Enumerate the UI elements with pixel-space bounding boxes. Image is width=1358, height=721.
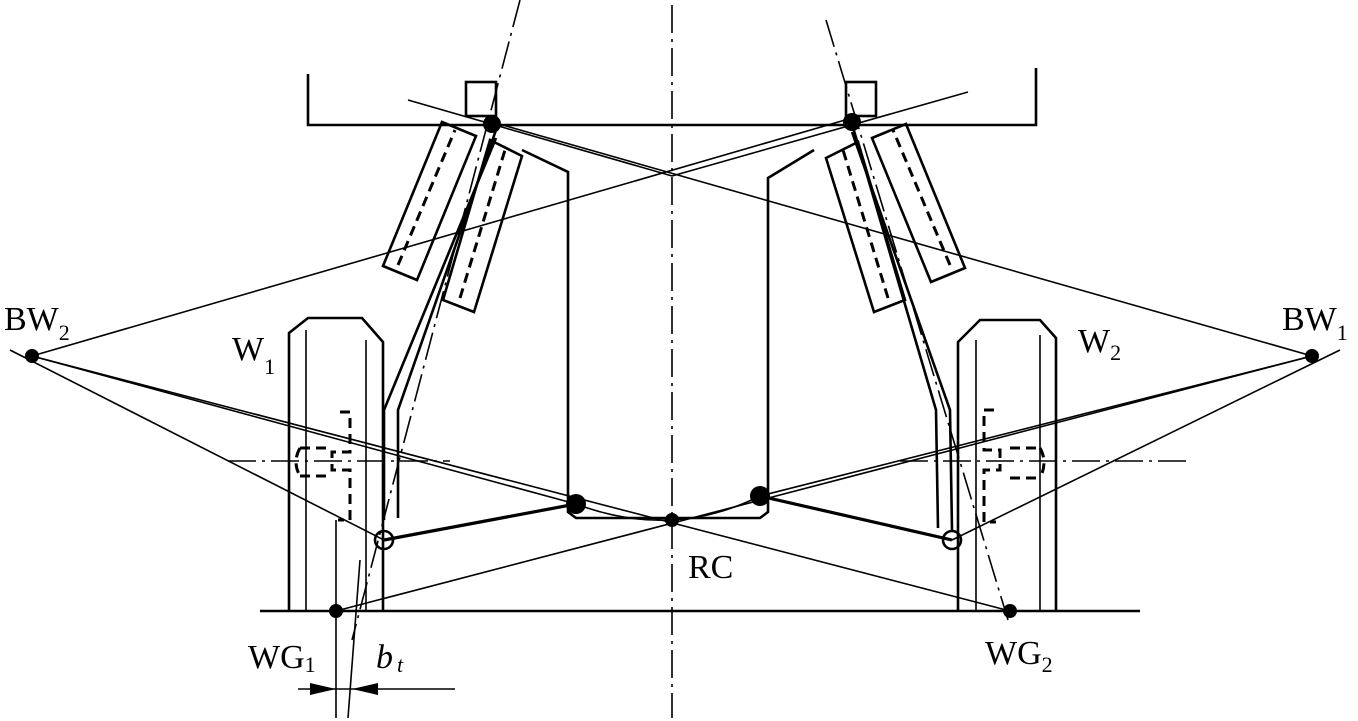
vehicle-body <box>306 68 1038 127</box>
roll-center-point <box>665 513 679 527</box>
line-bw1-to-wg1 <box>335 355 1313 612</box>
wg2-point <box>1003 604 1017 618</box>
bt-arrow-right <box>352 683 378 695</box>
bw2-label: BW2 <box>4 301 70 345</box>
right-spring-cylinder <box>824 140 907 314</box>
bw1-point <box>1305 349 1319 363</box>
right-top-mount <box>844 80 878 118</box>
right-arm-pivot-point <box>750 486 770 506</box>
right-lower-arm <box>759 494 953 542</box>
line-bw2-to-left-arm-pivot <box>31 355 577 505</box>
left-strut-inner <box>396 129 498 518</box>
line-bw2-to-wg2 <box>31 355 1011 612</box>
w2-label: W2 <box>1078 323 1121 365</box>
left-ball-joint <box>373 529 395 551</box>
bw2-point <box>25 349 39 363</box>
line-right-top-extension <box>671 91 969 177</box>
left-top-mount <box>464 80 498 118</box>
line-bw2-to-right-top <box>31 117 853 357</box>
bw1-label: BW1 <box>1282 301 1348 345</box>
right-ball-joint <box>941 529 963 551</box>
right-shock-cylinder <box>870 122 967 284</box>
line-bw2-to-left-joint <box>9 349 385 541</box>
left-arm-pivot-point <box>566 494 586 514</box>
w1-label: W1 <box>232 331 275 379</box>
left-spring-cylinder <box>441 138 524 314</box>
right-wheel <box>956 318 1058 611</box>
rc-label: RC <box>688 549 733 586</box>
left-spring-coil-2 <box>458 149 507 299</box>
right-spring-coil-2 <box>841 149 890 299</box>
right-strut-inner <box>850 123 940 529</box>
right-strut-outer <box>850 131 954 531</box>
line-bw1-to-right-joint <box>951 349 1341 541</box>
left-upper-pivot-point <box>483 115 501 133</box>
left-strut-outer <box>382 137 498 520</box>
wg1-point <box>329 604 343 618</box>
left-wheel <box>287 316 385 611</box>
left-lower-arm <box>383 502 577 542</box>
wg1-label: WG1 <box>248 639 316 677</box>
line-bw1-to-left-top <box>491 121 1313 357</box>
wg2-label: WG2 <box>985 635 1053 677</box>
subframe <box>521 148 815 520</box>
bt-arrow-left <box>310 683 336 695</box>
dim-line-kingpin <box>347 559 361 719</box>
left-hub <box>294 410 352 522</box>
right-upper-pivot-point <box>843 113 861 131</box>
left-shock-cylinder <box>381 120 478 282</box>
right-spring-coil <box>891 129 952 266</box>
line-left-top-extension <box>407 99 673 177</box>
left-spring-coil <box>396 129 457 266</box>
